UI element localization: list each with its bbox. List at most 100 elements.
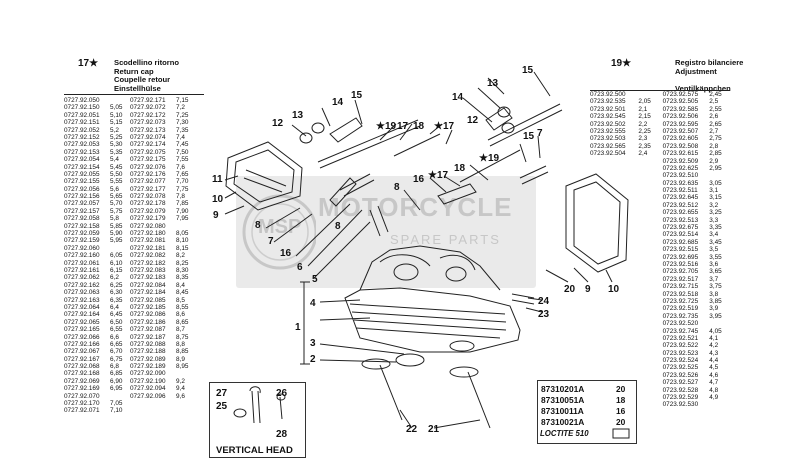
table-cell: 0727.92.157 (64, 207, 100, 215)
table-cell: 0727.92.079 (130, 207, 166, 215)
table-cell: 0727.92.075 (130, 148, 166, 156)
table-cell: 0723.92.545 (590, 113, 626, 121)
table-cell: 0723.92.565 (590, 142, 626, 150)
rocker-arm-lower-left (329, 177, 357, 207)
table-cell: 7,10 (110, 407, 123, 415)
table-cell: 3,65 (709, 268, 722, 276)
table-cell: 2,65 (709, 120, 722, 128)
left-ref-line: Coupelle retour (114, 75, 171, 85)
cylinder-head-block (344, 287, 521, 353)
table-cell: 0723.92.645 (662, 194, 699, 202)
table-cell: 7,55 (176, 156, 189, 164)
table-cell: 0723.92.605 (662, 135, 699, 143)
group-bracket-ticks (300, 281, 310, 365)
table-cell: 2,35 (638, 142, 651, 150)
table-cell: 0727.92.174 (130, 141, 166, 149)
head-upper-body (359, 245, 501, 291)
table-cell: 0727.92.071 (64, 407, 100, 415)
callout-number: 9 (213, 210, 219, 221)
rocker-shaft-left (317, 119, 419, 163)
rocker-arm-mid (437, 183, 477, 205)
table-cell: 0723.92.528 (662, 386, 699, 394)
vertical-head-parts (233, 386, 286, 424)
table-cell: 7,15 (176, 97, 189, 104)
table-cell: 0727.92.184 (130, 289, 166, 297)
table-cell: 0727.92.053 (64, 141, 100, 149)
table-cell: 0727.92.186 (130, 318, 166, 326)
head-ports (379, 254, 476, 271)
table-cell: 3,75 (709, 283, 722, 291)
callout-number: 17 (397, 121, 409, 132)
table-cell: 0727.92.084 (130, 281, 166, 289)
callout-number: 10 (608, 284, 620, 295)
table-cell: 0727.92.185 (130, 303, 166, 311)
callout-number: 1 (295, 322, 301, 333)
table-cell: 6,70 (110, 348, 123, 356)
table-cell: 0727.92.085 (130, 296, 166, 304)
table-cell: 7,50 (176, 148, 189, 156)
table-cell: 7,95 (176, 215, 189, 223)
table-cell: 7,90 (176, 207, 189, 215)
table-cell: 0723.92.575 (662, 91, 699, 98)
table-cell: 7,25 (176, 111, 189, 119)
table-cell: 0723.92.508 (662, 142, 699, 150)
table-cell: 4,05 (709, 327, 722, 335)
table-cell: 0727.92.176 (130, 170, 166, 178)
rocker-arm-left (329, 117, 363, 143)
table-cell: 0727.92.155 (64, 178, 100, 186)
rocker-shaft-left-2 (319, 125, 421, 169)
table-cell: 3,1 (709, 187, 719, 195)
table-cell: 0723.92.735 (662, 312, 699, 320)
callout-28: 28 (276, 429, 288, 440)
table-cell: 2,4 (638, 150, 648, 158)
table-cell: 3,8 (709, 290, 719, 298)
callout-25: 25 (216, 401, 228, 412)
table-cell: 0727.92.152 (64, 133, 100, 141)
table-cell: 0723.92.514 (662, 231, 699, 239)
table-cell: 7,05 (110, 400, 123, 408)
callout-number: 12 (272, 118, 284, 129)
callout-number: 14 (332, 97, 344, 108)
table-cell: 5,15 (110, 119, 123, 127)
table-cell: 2,6 (709, 113, 719, 121)
callout-number: 6 (297, 262, 303, 273)
pin-26 (279, 396, 283, 420)
table-cell: 0727.92.173 (130, 126, 166, 134)
table-cell: 0723.92.526 (662, 371, 699, 379)
table-cell: 0727.92.151 (64, 119, 100, 127)
table-cell: 0723.92.519 (662, 305, 699, 313)
table-cell: 0727.92.066 (64, 333, 100, 341)
spring-right (519, 165, 549, 185)
table-cell: 0727.92.073 (130, 119, 166, 127)
table-cell: 5,85 (110, 222, 123, 230)
loctite-part-code: 87310201A (541, 384, 585, 394)
left-cover-ribs (243, 169, 287, 193)
table-cell: 4,4 (709, 357, 719, 365)
table-cell: 0723.92.625 (662, 164, 699, 172)
table-cell: 6,90 (110, 377, 123, 385)
table-cell: 8,10 (176, 237, 189, 245)
table-cell: 3,7 (709, 275, 719, 283)
table-cell: 6,4 (110, 303, 119, 311)
